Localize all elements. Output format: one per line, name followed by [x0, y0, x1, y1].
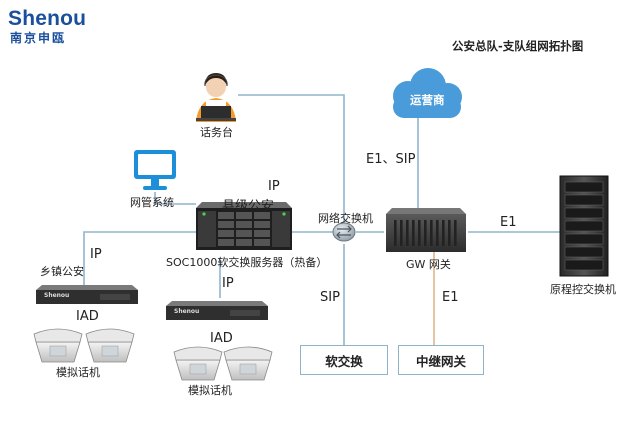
- connection-lines: [83, 94, 560, 345]
- town-ip-label: IP: [90, 247, 102, 262]
- iad-mid-label: IAD: [210, 331, 233, 346]
- cloud-icon: [393, 68, 462, 118]
- sip-label: SIP: [320, 290, 340, 305]
- network-switch-icon: [332, 222, 356, 242]
- brand-logo: Shenou: [8, 7, 87, 30]
- operator-station-label: 话务台: [200, 126, 233, 139]
- nms-label: 网管系统: [130, 196, 174, 209]
- pbx-rack-icon: [559, 175, 609, 277]
- iad-left-brand: Shenou: [44, 292, 70, 299]
- town-label: 乡镇公安: [40, 265, 84, 278]
- county-label: 县级公安: [222, 199, 275, 214]
- operator-link-label: E1、SIP: [366, 152, 416, 167]
- iad-device-mid-icon: [166, 301, 268, 320]
- brand-logo-subtitle: 南京申瓯: [10, 31, 67, 45]
- gateway-label: GW 网关: [406, 258, 451, 271]
- softswitch-box: 软交换: [300, 345, 388, 375]
- iad-mid-brand: Shenou: [174, 308, 200, 315]
- phone-mid-label: 模拟话机: [188, 384, 232, 397]
- gateway-icon: [386, 208, 466, 252]
- soc-server-icon: [196, 202, 292, 250]
- phone-left-label: 模拟话机: [56, 366, 100, 379]
- line-operator-station: [238, 94, 345, 232]
- trunk-gateway-box: 中继网关: [398, 345, 484, 375]
- operator-label: 运营商: [410, 93, 445, 107]
- iad-left-label: IAD: [76, 309, 99, 324]
- monitor-icon: [134, 150, 176, 190]
- pbx-label: 原程控交换机: [550, 283, 616, 296]
- soc-ip-label: IP: [268, 179, 280, 194]
- mid-ip-label: IP: [222, 276, 234, 291]
- soc-server-label: SOC1000软交换服务器（热备）: [166, 256, 328, 269]
- gw-e1-down-label: E1: [442, 290, 459, 305]
- network-switch-label: 网络交换机: [318, 212, 373, 225]
- iad-device-left-icon: [36, 285, 138, 304]
- gw-link-label: E1: [500, 215, 517, 230]
- phone-icons: [33, 328, 273, 381]
- diagram-title: 公安总队-支队组网拓扑图: [452, 39, 584, 53]
- line-nms: [154, 192, 196, 205]
- operator-person-icon: [196, 73, 236, 122]
- line-town: [83, 231, 200, 286]
